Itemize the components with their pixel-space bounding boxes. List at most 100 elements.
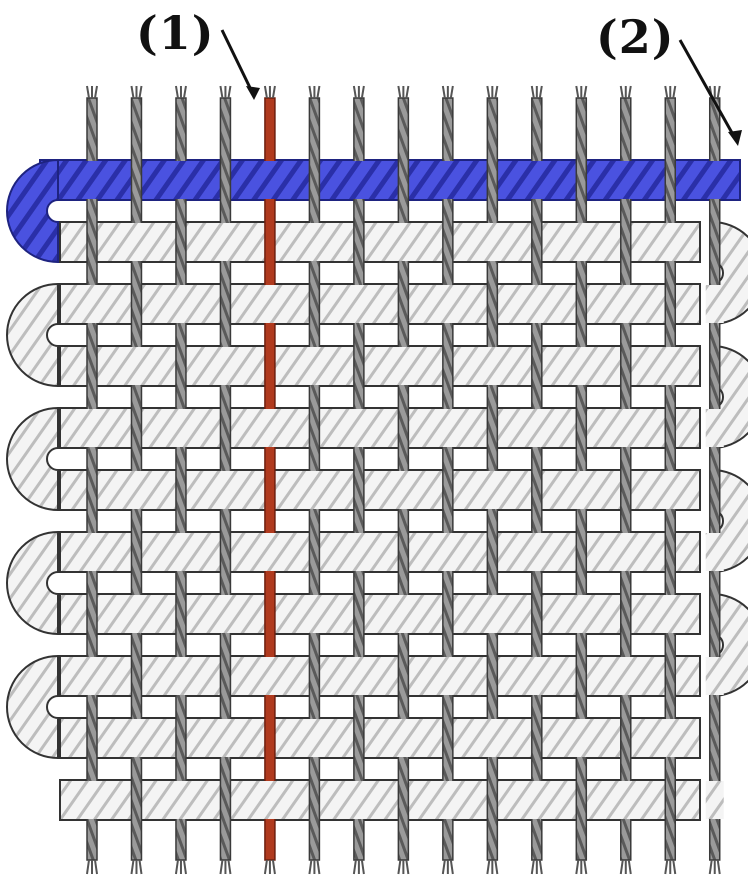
weft-arrowhead <box>728 130 742 146</box>
weft-thread <box>60 656 700 696</box>
weft-over-warp <box>172 409 190 447</box>
weft-over-warp <box>572 595 590 633</box>
weft-thread <box>40 160 740 200</box>
weft-over-warp <box>483 347 501 385</box>
warp-fray-bottom <box>131 860 133 874</box>
weft-thread <box>60 408 700 448</box>
weft-over-warp <box>528 409 546 447</box>
weft-over-warp <box>216 347 234 385</box>
warp-fray-bottom <box>532 860 534 874</box>
weft-over-warp <box>172 657 190 695</box>
warp-fray-bottom <box>273 860 275 874</box>
weft-over-warp <box>483 223 501 261</box>
warp-fray-top <box>540 86 542 98</box>
weft-thread <box>60 532 700 572</box>
weft-turn-loop <box>7 532 58 634</box>
weft-over-warp <box>572 719 590 757</box>
weft-over-warp <box>528 285 546 323</box>
weft-over-warp <box>127 223 145 261</box>
warp-thread <box>532 98 542 860</box>
weft-over-warp <box>305 471 323 509</box>
weft-over-warp <box>617 657 635 695</box>
warp-fray-bottom <box>443 860 445 874</box>
warp-fray-bottom <box>95 860 97 874</box>
weft-over-warp <box>528 657 546 695</box>
weft-over-warp <box>172 285 190 323</box>
weft-over-warp <box>706 533 724 571</box>
weft-over-warp <box>83 781 101 819</box>
warp-fray-bottom <box>87 860 89 874</box>
warp-fray-bottom <box>665 860 667 874</box>
weft-over-warp <box>483 471 501 509</box>
warp-fray-bottom <box>576 860 578 874</box>
weft-over-warp <box>127 347 145 385</box>
weft-over-warp <box>83 533 101 571</box>
warp-fray-top <box>131 86 133 98</box>
weft-over-warp <box>572 471 590 509</box>
weft-over-warp <box>127 595 145 633</box>
weft-over-warp <box>528 161 546 199</box>
warp-fray-top <box>532 86 534 98</box>
weft-over-warp <box>394 595 412 633</box>
weft-thread <box>60 780 700 820</box>
weft-over-warp <box>706 781 724 819</box>
warp-fray-top <box>665 86 667 98</box>
warp-arrowhead <box>246 86 260 100</box>
warp-fray-top <box>406 86 408 98</box>
warp-fray-top <box>673 86 675 98</box>
weft-thread <box>60 346 700 386</box>
weft-over-warp <box>261 781 279 819</box>
weft-over-warp <box>483 595 501 633</box>
warp-fray-top <box>95 86 97 98</box>
warp-fray-bottom <box>710 860 712 874</box>
weft-over-warp <box>216 471 234 509</box>
warp-fray-bottom <box>139 860 141 874</box>
weft-turn-loop <box>7 284 58 386</box>
warp-fray-top <box>443 86 445 98</box>
weft-thread <box>60 470 700 510</box>
warp-fray-bottom <box>629 860 631 874</box>
warp-fray-top <box>273 86 275 98</box>
warp-fray-bottom <box>540 860 542 874</box>
warp-fray-top <box>87 86 89 98</box>
warp-fray-bottom <box>584 860 586 874</box>
weft-over-warp <box>127 471 145 509</box>
warp-fray-top <box>220 86 222 98</box>
weft-over-warp <box>216 719 234 757</box>
weft-over-warp <box>127 719 145 757</box>
weft-over-warp <box>261 285 279 323</box>
weft-thread <box>60 718 700 758</box>
warp-fray-bottom <box>495 860 497 874</box>
weft-over-warp <box>706 285 724 323</box>
warp-fray-top <box>184 86 186 98</box>
warp-fray-bottom <box>406 860 408 874</box>
weft-over-warp <box>528 533 546 571</box>
weft-leader-line <box>680 40 736 140</box>
weft-over-warp <box>261 409 279 447</box>
weft-thread <box>60 222 700 262</box>
weft-over-warp <box>661 595 679 633</box>
warp-fray-top <box>265 86 267 98</box>
weft-over-warp <box>305 595 323 633</box>
warp-fray-top <box>576 86 578 98</box>
warp-thread <box>87 98 97 860</box>
warp-thread <box>621 98 631 860</box>
weft-over-warp <box>305 347 323 385</box>
warp-fray-top <box>354 86 356 98</box>
weft-over-warp <box>261 533 279 571</box>
warp-fray-top <box>317 86 319 98</box>
weft-turn-loop <box>7 656 58 758</box>
weft-over-warp <box>706 657 724 695</box>
weft-over-warp <box>350 533 368 571</box>
weft-turn-loop <box>7 160 58 262</box>
warp-fray-bottom <box>228 860 230 874</box>
warp-fray-top <box>629 86 631 98</box>
weft-over-warp <box>350 657 368 695</box>
weft-over-warp <box>83 161 101 199</box>
weft-over-warp <box>439 781 457 819</box>
weft-over-warp <box>350 781 368 819</box>
warp-leader-line <box>222 30 254 96</box>
warp-fray-top <box>584 86 586 98</box>
weft-over-warp <box>661 471 679 509</box>
